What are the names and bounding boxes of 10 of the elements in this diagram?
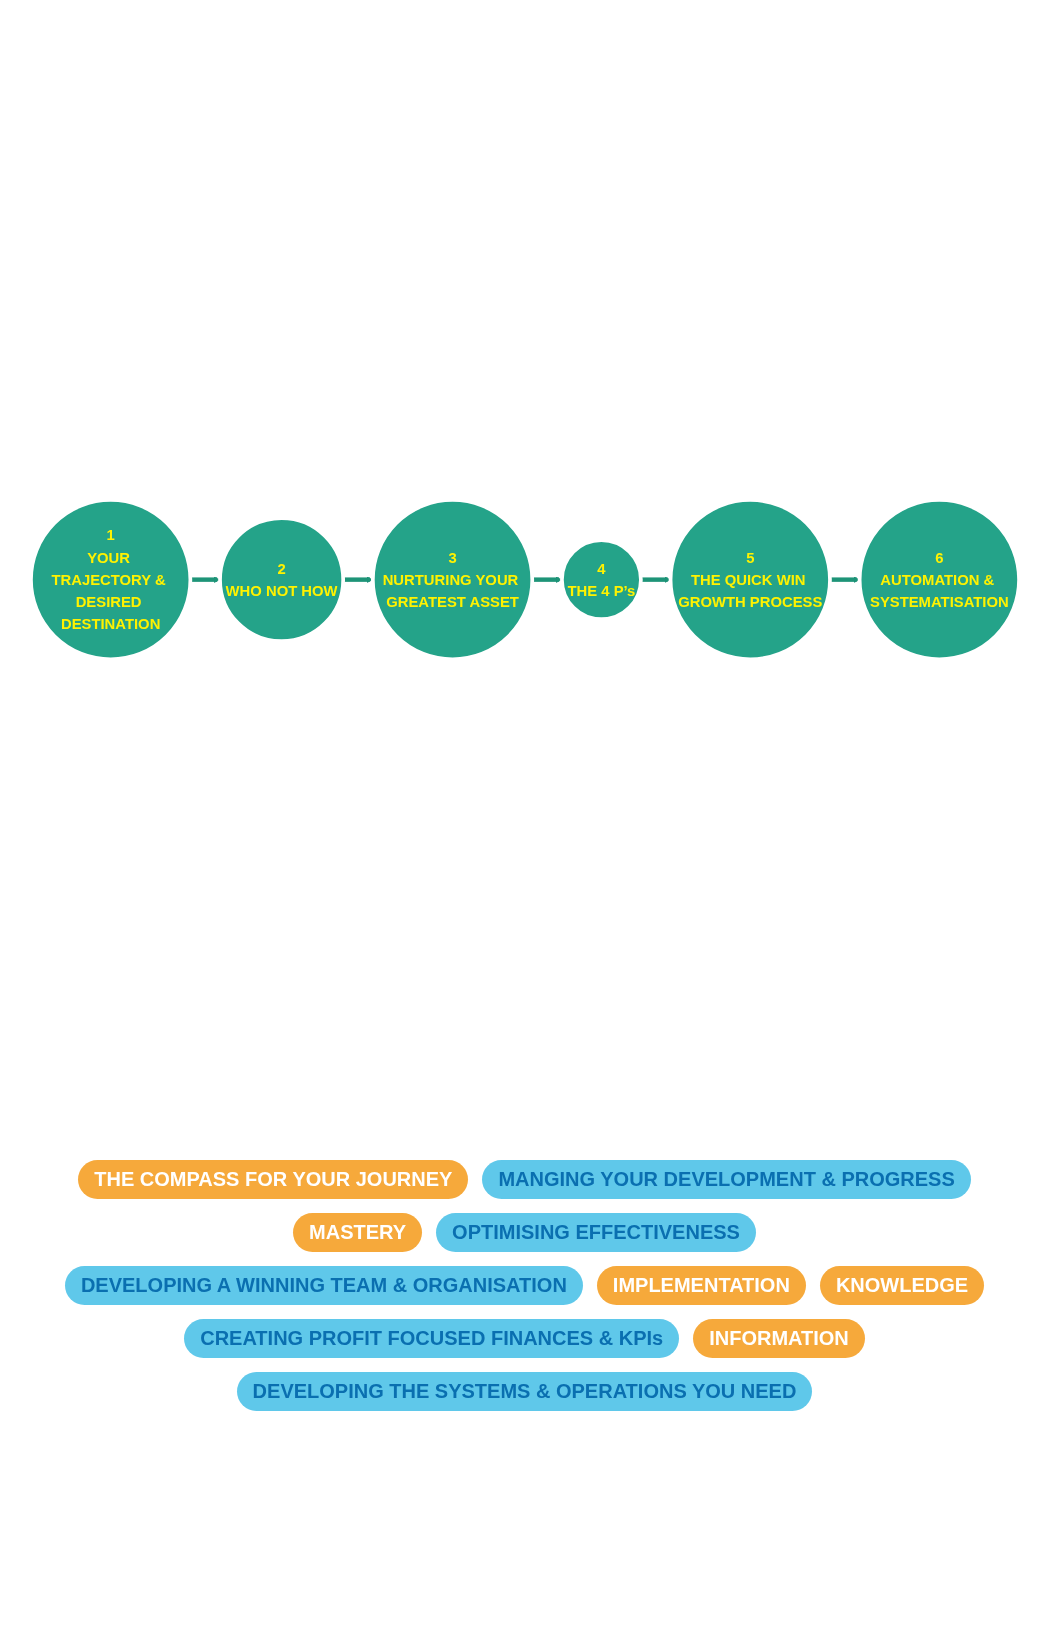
band-label: INFORMATION [693,1319,865,1358]
band-label: DEVELOPING THE SYSTEMS & OPERATIONS YOU NEED [236,1372,813,1411]
band-label: KNOWLEDGE [819,1266,985,1305]
band-label: CREATING PROFIT FOCUSED FINANCES & KPIs [184,1319,680,1358]
band-label: MASTERY [293,1213,423,1252]
band-label: OPTIMISING EFFECTIVENESS [436,1213,756,1252]
band-label: MANGING YOUR DEVELOPMENT & PROGRESS [482,1160,971,1199]
band-label: IMPLEMENTATION [596,1266,806,1305]
band-label: THE COMPASS FOR YOUR JOURNEY [78,1160,469,1199]
band-label: DEVELOPING A WINNING TEAM & ORGANISATION [64,1266,583,1305]
